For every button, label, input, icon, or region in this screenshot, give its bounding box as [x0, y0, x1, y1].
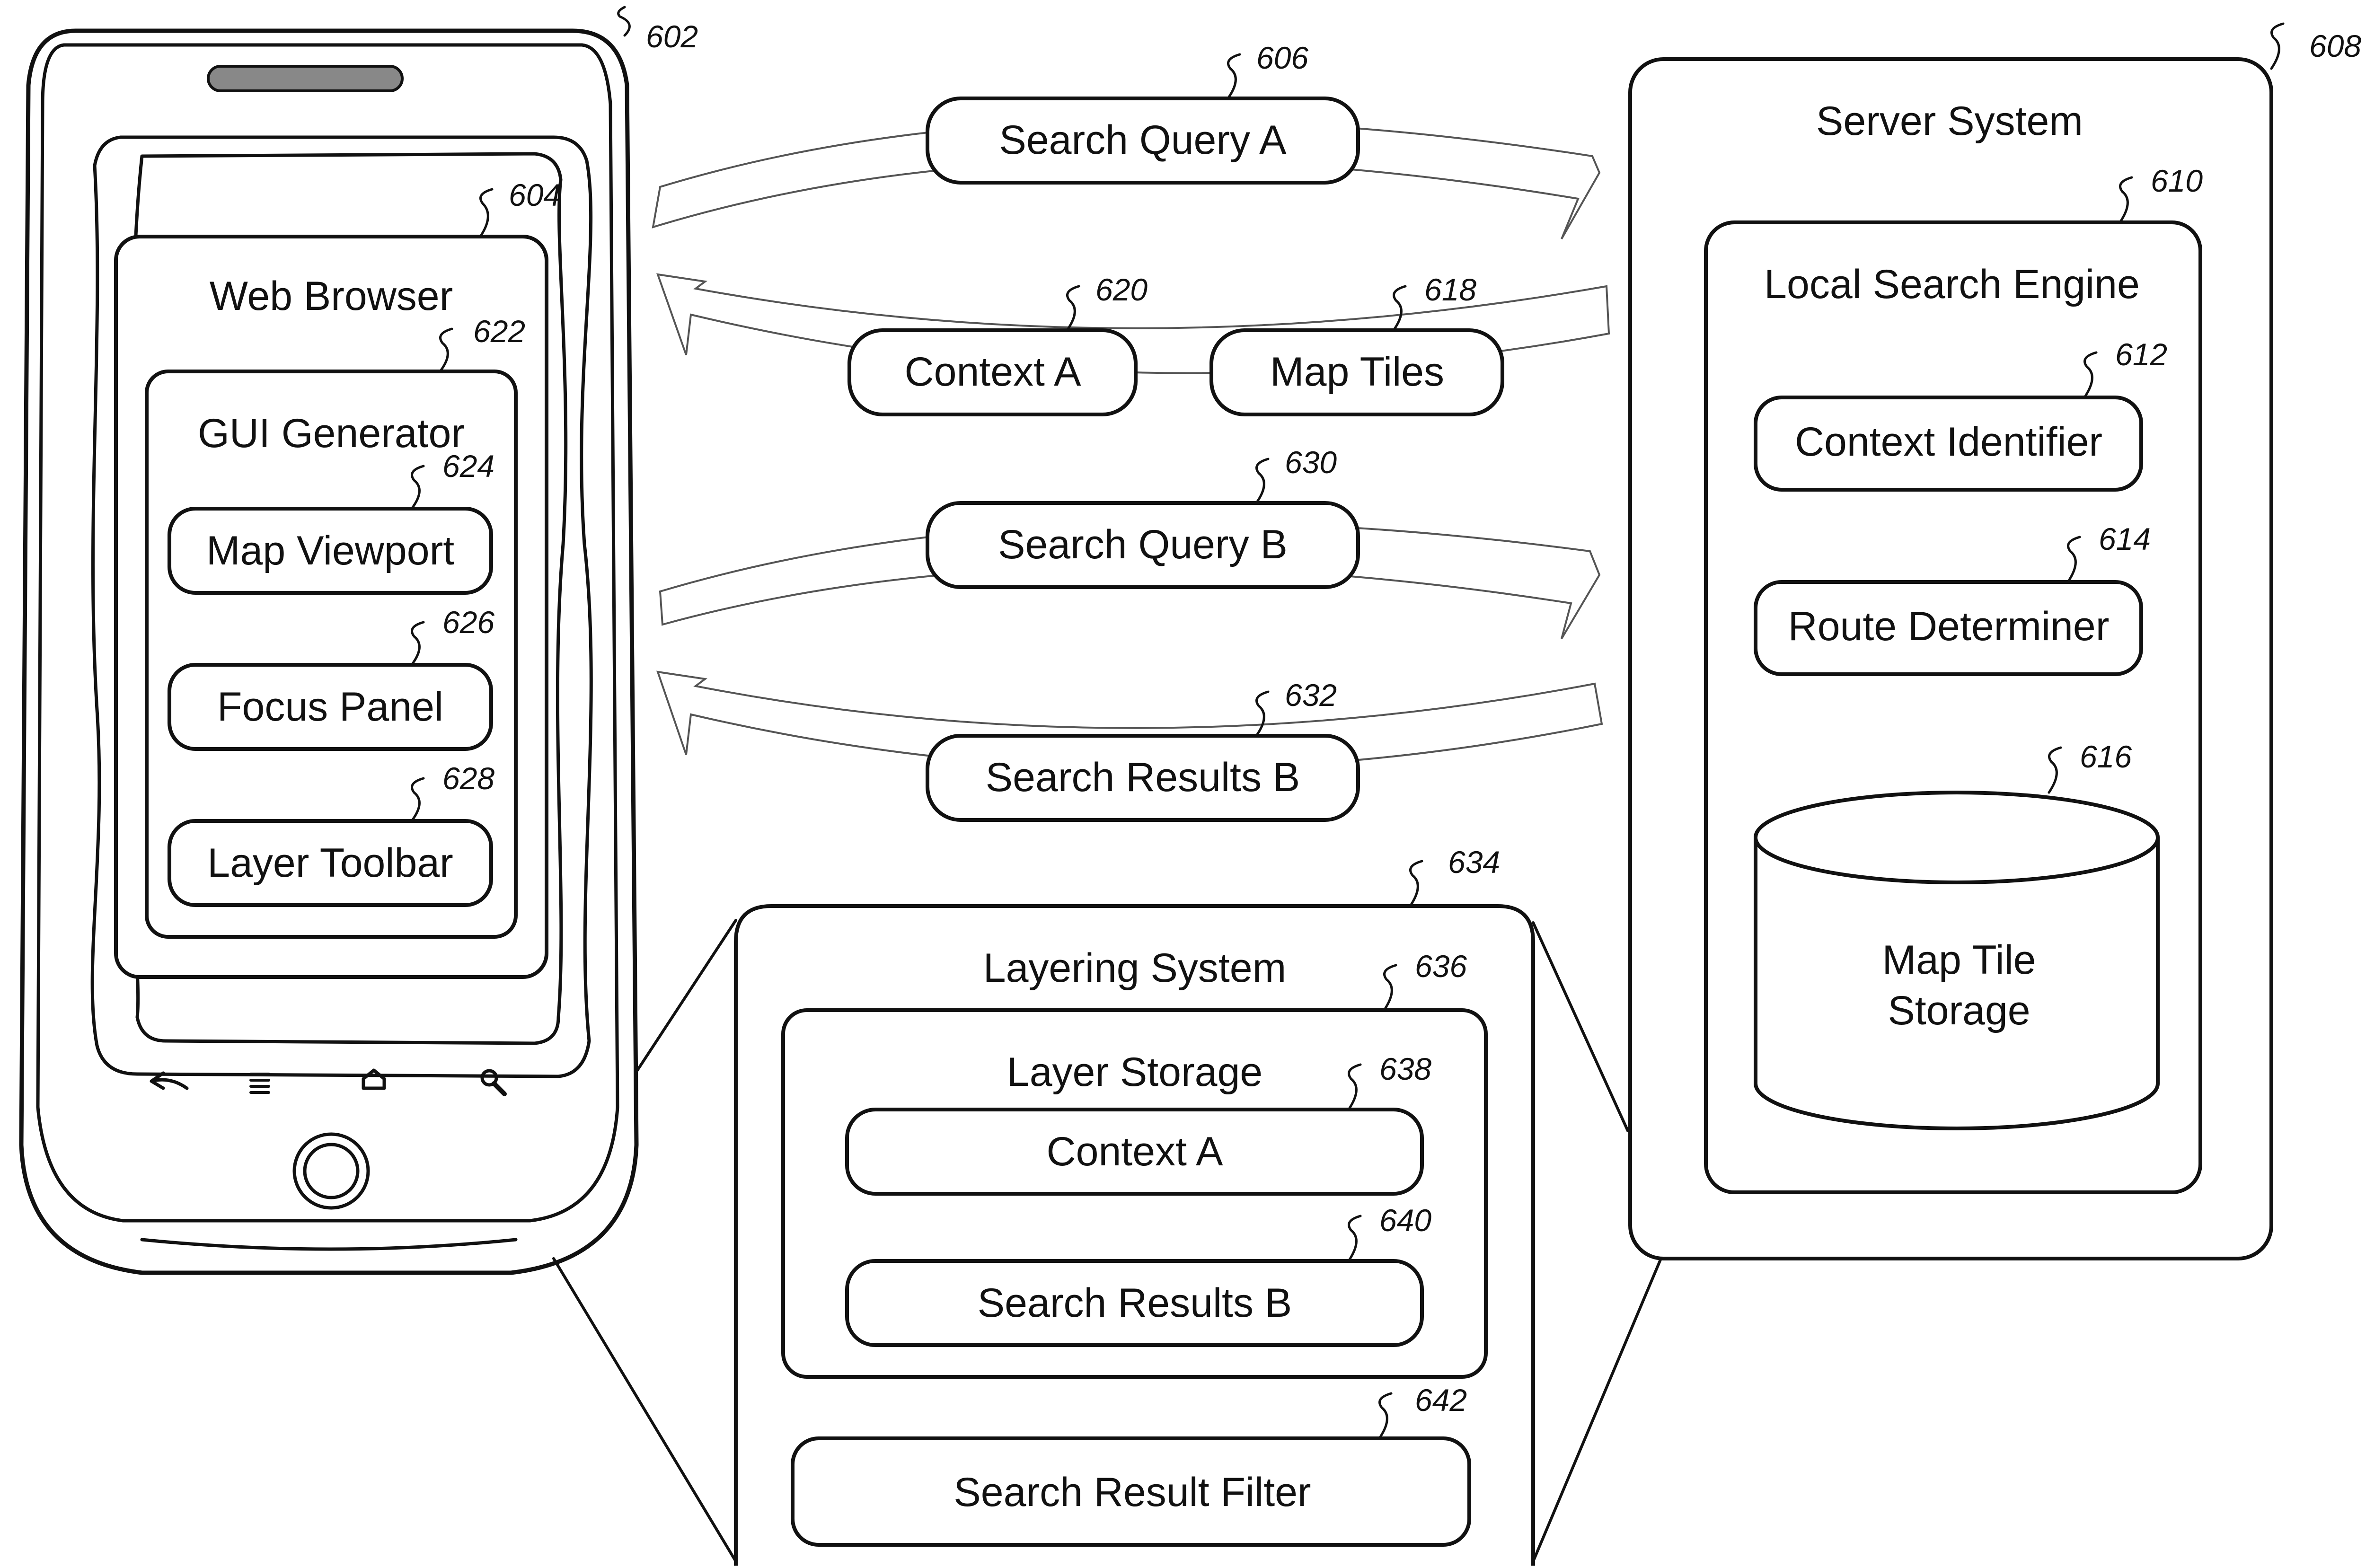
ref-640: 640 [1379, 1203, 1431, 1238]
focus-panel-component: Focus Panel 626 [168, 605, 494, 751]
map-tile-storage-label-line1: Map Tile [1882, 937, 2036, 983]
context-identifier-component: Context Identifier 612 [1754, 337, 2167, 492]
focus-panel-label: Focus Panel [217, 684, 443, 730]
web-browser-label: Web Browser [210, 273, 453, 319]
ref-616: 616 [2080, 739, 2132, 774]
map-tile-storage-label-line2: Storage [1888, 988, 2030, 1033]
ref-622: 622 [473, 314, 525, 349]
search-icon[interactable] [480, 1069, 507, 1096]
ref-638: 638 [1379, 1051, 1431, 1086]
layer-search-results-b: Search Results B 640 [845, 1203, 1431, 1347]
message-search-results-b: Search Results B 632 [926, 678, 1360, 822]
ref-632: 632 [1285, 678, 1337, 713]
ref-608: 608 [2309, 28, 2361, 63]
ref-642: 642 [1415, 1383, 1467, 1418]
ref-610: 610 [2151, 163, 2203, 198]
menu-icon[interactable] [249, 1073, 270, 1094]
ref-602: 602 [646, 19, 698, 54]
zoom-connector-lines [552, 919, 1662, 1563]
search-result-filter-label: Search Result Filter [953, 1470, 1311, 1515]
search-query-a-label: Search Query A [999, 117, 1287, 163]
layer-context-a-label: Context A [1047, 1129, 1224, 1174]
ref-604: 604 [509, 177, 561, 212]
context-a-label: Context A [905, 349, 1082, 395]
route-determiner-label: Route Determiner [1788, 604, 2110, 649]
ref-620: 620 [1095, 272, 1148, 307]
map-viewport-component: Map Viewport 624 [168, 449, 494, 595]
ref-606: 606 [1256, 40, 1308, 75]
speaker-grille [207, 65, 404, 92]
ref-618: 618 [1424, 272, 1476, 307]
gui-generator-label: GUI Generator [198, 411, 465, 456]
ref-634: 634 [1448, 845, 1500, 880]
layer-search-results-b-label: Search Results B [978, 1280, 1292, 1326]
server-system-label: Server System [1816, 98, 2083, 144]
layer-toolbar-component: Layer Toolbar 628 [168, 761, 494, 907]
ref-614: 614 [2099, 521, 2151, 556]
local-search-engine-label: Local Search Engine [1764, 262, 2140, 307]
layering-system-label: Layering System [983, 945, 1287, 991]
search-query-b-label: Search Query B [998, 522, 1288, 567]
context-identifier-label: Context Identifier [1795, 419, 2102, 465]
layer-context-a: Context A 638 [845, 1051, 1431, 1196]
search-result-filter-component: Search Result Filter 642 [791, 1383, 1471, 1547]
ref-624: 624 [442, 449, 494, 484]
layer-storage-label: Layer Storage [1007, 1049, 1262, 1095]
back-icon[interactable] [150, 1071, 189, 1090]
map-viewport-label: Map Viewport [206, 528, 454, 573]
mobile-device: 602 Web Browser 604 GUI Generator 622 Ma… [19, 6, 698, 1275]
home-button[interactable] [292, 1132, 370, 1210]
message-search-query-a: Search Query A 606 [926, 40, 1360, 185]
layer-toolbar-label: Layer Toolbar [207, 840, 453, 886]
map-tiles-label: Map Tiles [1270, 349, 1444, 395]
message-map-tiles: Map Tiles 618 [1209, 272, 1504, 416]
home-icon[interactable] [362, 1068, 386, 1090]
ref-630: 630 [1285, 445, 1337, 480]
ref-626: 626 [442, 605, 494, 640]
map-tile-storage-database: Map Tile Storage 616 [1754, 739, 2160, 1130]
ref-628: 628 [442, 761, 494, 796]
route-determiner-component: Route Determiner 614 [1754, 521, 2151, 676]
ref-636: 636 [1415, 949, 1467, 984]
ref-612: 612 [2115, 337, 2167, 372]
search-results-b-label: Search Results B [986, 755, 1300, 800]
message-context-a: Context A 620 [848, 272, 1148, 416]
message-search-query-b: Search Query B 630 [926, 445, 1360, 589]
